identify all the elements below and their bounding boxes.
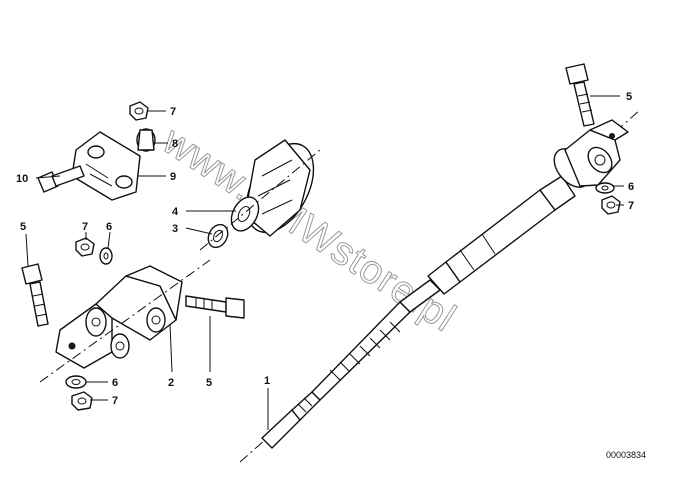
leader-lines bbox=[25, 95, 624, 430]
bearing-part-3[interactable] bbox=[204, 221, 231, 251]
sleeve-part-8[interactable] bbox=[136, 128, 156, 152]
rubber-boot-part-4[interactable] bbox=[226, 132, 327, 243]
callout-1: 1 bbox=[264, 375, 270, 387]
washer-part-6-upper[interactable] bbox=[595, 182, 615, 194]
bolt-part-5-left[interactable] bbox=[21, 263, 49, 327]
callout-10: 10 bbox=[16, 173, 28, 185]
universal-joint-part-2[interactable] bbox=[55, 265, 183, 369]
nut-part-7-upper[interactable] bbox=[601, 195, 621, 215]
callout-6-joint: 6 bbox=[106, 221, 112, 233]
clamp-part-9[interactable] bbox=[71, 131, 141, 201]
callout-9: 9 bbox=[170, 171, 176, 183]
callout-8: 8 bbox=[172, 138, 178, 150]
callout-7-upper: 7 bbox=[628, 200, 634, 212]
callout-4: 4 bbox=[172, 206, 179, 218]
callout-5-middle: 5 bbox=[206, 377, 212, 389]
callout-5-upper: 5 bbox=[626, 91, 632, 103]
callout-6-upper: 6 bbox=[628, 181, 634, 193]
callout-7-clamp-nut: 7 bbox=[170, 106, 176, 118]
washer-part-6-joint[interactable] bbox=[99, 247, 113, 265]
nut-part-7-joint[interactable] bbox=[75, 237, 95, 257]
callout-7-lower: 7 bbox=[112, 395, 118, 407]
callout-5-left: 5 bbox=[20, 221, 26, 233]
bolt-part-10[interactable] bbox=[37, 165, 85, 193]
steering-shaft-part-1[interactable] bbox=[239, 109, 641, 463]
bolt-part-5-upper[interactable] bbox=[565, 63, 595, 127]
nut-part-7-lower[interactable] bbox=[71, 391, 93, 411]
callout-6-lower: 6 bbox=[112, 377, 118, 389]
washer-part-6-lower[interactable] bbox=[65, 375, 87, 389]
shaft-spline-lines bbox=[329, 321, 401, 381]
nut-part-7-clamp[interactable] bbox=[129, 101, 149, 121]
callout-3: 3 bbox=[172, 223, 178, 235]
callouts: 7 8 9 10 4 3 5 7 6 6 7 2 5 1 5 6 7 bbox=[16, 91, 634, 407]
callout-2: 2 bbox=[168, 377, 174, 389]
diagram-reference-number: 00003834 bbox=[606, 450, 646, 460]
callout-7-joint: 7 bbox=[82, 221, 88, 233]
bolt-part-5-middle[interactable] bbox=[185, 295, 245, 319]
